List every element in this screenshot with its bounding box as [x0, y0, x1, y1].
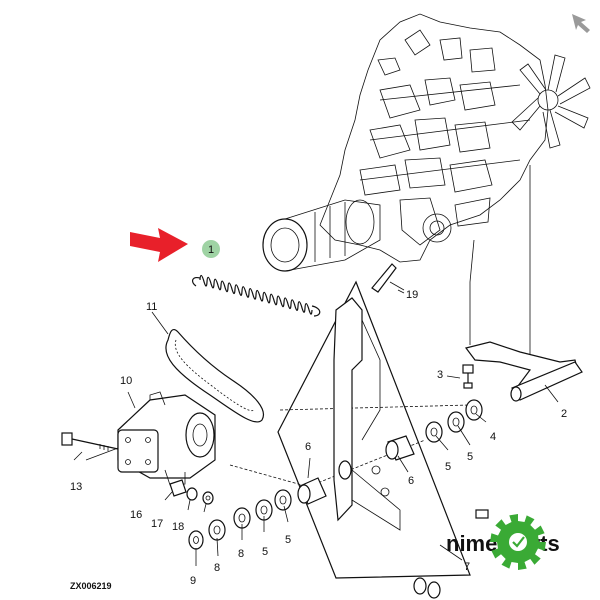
- callout-badge-1[interactable]: 1: [202, 240, 220, 258]
- spring-part: [191, 274, 321, 317]
- svg-text:10: 10: [120, 375, 132, 387]
- svg-text:17: 17: [151, 518, 163, 530]
- callout-labels: 2 3 4 5 5 5 5 6 6 7 8 8 9 10 11 13 16: [70, 289, 567, 587]
- svg-text:5: 5: [262, 546, 268, 558]
- svg-text:8: 8: [238, 548, 244, 560]
- fan-assembly: [511, 54, 591, 149]
- back-arrow-icon[interactable]: [572, 14, 590, 33]
- highlight-arrow: [130, 228, 188, 262]
- engine-assembly: [262, 13, 549, 272]
- svg-text:5: 5: [445, 461, 451, 473]
- svg-text:5: 5: [285, 534, 291, 546]
- svg-text:19: 19: [406, 289, 418, 301]
- v-belt-part: [165, 328, 264, 423]
- washer-set: [169, 399, 489, 599]
- svg-text:7: 7: [464, 561, 470, 573]
- svg-text:6: 6: [408, 475, 414, 487]
- svg-text:9: 9: [190, 575, 196, 587]
- svg-text:4: 4: [490, 431, 496, 443]
- svg-text:8: 8: [214, 562, 220, 574]
- svg-text:11: 11: [146, 301, 157, 313]
- svg-text:16: 16: [130, 509, 142, 521]
- svg-text:1: 1: [208, 244, 214, 256]
- svg-text:2: 2: [561, 408, 567, 420]
- bolt-part-13: [61, 432, 119, 451]
- compressor-part: [117, 391, 216, 486]
- brand-watermark: nimerparts: [446, 514, 560, 570]
- pin-part-19: [371, 263, 405, 293]
- figure-code: ZX006219: [70, 581, 112, 591]
- gear-logo-icon: [490, 514, 546, 570]
- svg-text:18: 18: [172, 521, 184, 533]
- svg-text:13: 13: [70, 481, 82, 493]
- svg-text:3: 3: [437, 369, 443, 381]
- bolt-part-3: [462, 364, 474, 389]
- svg-text:6: 6: [305, 441, 311, 453]
- pivot-shaft-part: [464, 341, 583, 402]
- svg-text:5: 5: [467, 451, 473, 463]
